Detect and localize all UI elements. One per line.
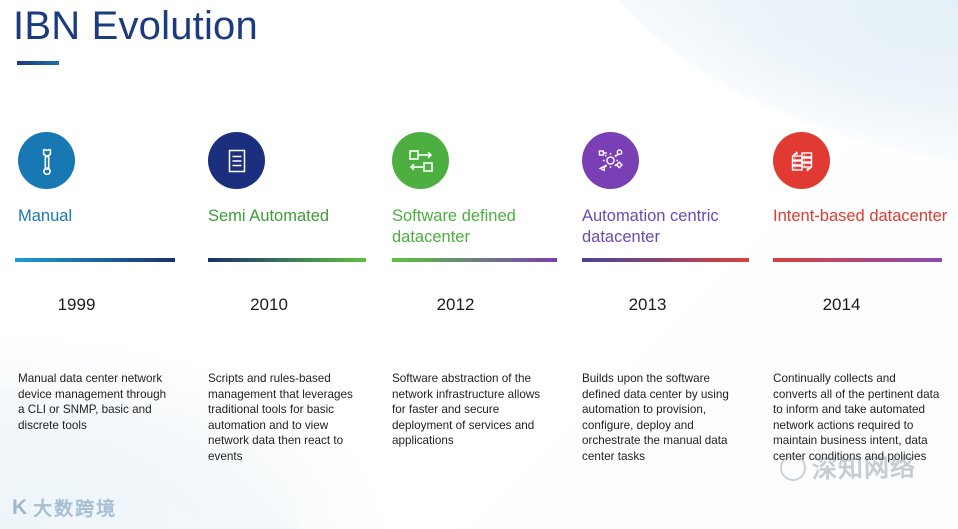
phase-description-manual: Manual data center network device manage… bbox=[18, 372, 167, 432]
phase-label-software-defined: Software defined datacenter bbox=[392, 207, 516, 246]
phase-year-software-defined: 2012 bbox=[436, 295, 475, 314]
page-title: IBN Evolution bbox=[13, 4, 258, 48]
timeline-column-semi-automated: Semi Automated 2010 Scripts and rules-ba… bbox=[191, 132, 382, 464]
watermark-logo-icon: K bbox=[12, 495, 27, 519]
phase-underline-software-defined bbox=[392, 258, 557, 262]
phase-icon-circle-automation-centric bbox=[582, 132, 639, 189]
exchange-boxes-icon bbox=[405, 145, 437, 177]
title-underline bbox=[17, 61, 59, 65]
phase-underline-automation-centric bbox=[582, 258, 749, 262]
server-rack-refresh-icon bbox=[786, 145, 818, 177]
watermark-bottom-left: K 大数跨境 bbox=[12, 494, 117, 521]
title-block: IBN Evolution bbox=[13, 2, 258, 65]
phase-year-automation-centric: 2013 bbox=[628, 295, 667, 314]
wrench-icon bbox=[31, 145, 63, 177]
phase-underline-semi-automated bbox=[208, 258, 366, 262]
timeline-columns: Manual 1999 Manual data center network d… bbox=[0, 132, 958, 464]
phase-label-automation-centric: Automation centric datacenter bbox=[582, 207, 719, 246]
phase-description-semi-automated: Scripts and rules-based management that … bbox=[208, 372, 353, 463]
timeline-column-manual: Manual 1999 Manual data center network d… bbox=[0, 132, 191, 464]
phase-underline-manual bbox=[15, 258, 175, 262]
phase-icon-circle-semi-automated bbox=[208, 132, 265, 189]
gear-network-icon bbox=[594, 144, 627, 177]
timeline-column-automation-centric: Automation centric datacenter 2013 Build… bbox=[573, 132, 765, 464]
phase-description-automation-centric: Builds upon the software defined data ce… bbox=[582, 372, 729, 463]
phase-label-semi-automated: Semi Automated bbox=[208, 207, 330, 225]
document-script-icon bbox=[222, 146, 252, 176]
phase-description-software-defined: Software abstraction of the network infr… bbox=[392, 372, 541, 447]
timeline-column-intent-based: Intent-based datacenter 2014 Continually… bbox=[765, 132, 958, 464]
phase-label-intent-based: Intent-based datacenter bbox=[773, 207, 948, 225]
phase-label-manual: Manual bbox=[18, 207, 73, 225]
phase-icon-circle-software-defined bbox=[392, 132, 449, 189]
phase-year-semi-automated: 2010 bbox=[250, 295, 288, 314]
phase-icon-circle-manual bbox=[18, 132, 75, 189]
timeline-column-software-defined: Software defined datacenter 2012 Softwar… bbox=[382, 132, 573, 464]
watermark-bottom-left-text: 大数跨境 bbox=[33, 499, 118, 520]
phase-year-intent-based: 2014 bbox=[822, 295, 861, 314]
phase-description-intent-based: Continually collects and converts all of… bbox=[773, 372, 940, 463]
phase-year-manual: 1999 bbox=[57, 295, 96, 314]
phase-icon-circle-intent-based bbox=[773, 132, 830, 189]
phase-underline-intent-based bbox=[773, 258, 942, 262]
